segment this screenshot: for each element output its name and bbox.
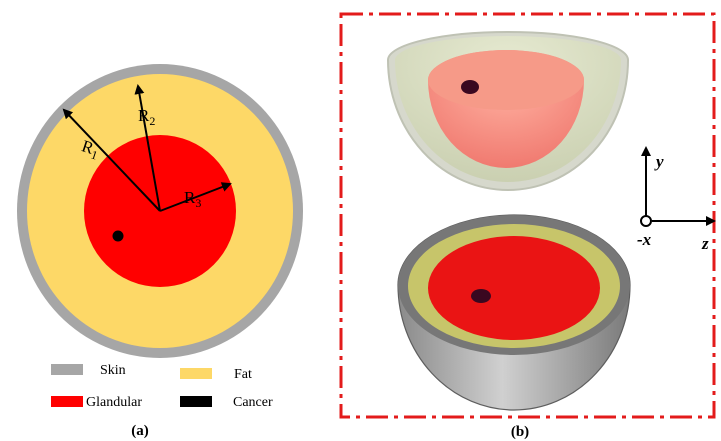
legend-item-glandular: Glandular xyxy=(51,395,142,410)
panel-a-label: (a) xyxy=(131,423,149,439)
upper-hemisphere xyxy=(386,31,630,191)
legend-swatch-skin xyxy=(51,364,83,375)
upper-cancer-spot xyxy=(461,80,479,94)
panel-b-label: (b) xyxy=(511,424,529,440)
legend-swatch-fat xyxy=(180,368,212,379)
cancer-spot xyxy=(112,230,124,242)
x-axis-origin xyxy=(640,215,652,227)
x-axis-label: -x xyxy=(637,230,652,249)
legend-swatch-cancer xyxy=(180,396,212,407)
radius-r3-arrow xyxy=(159,182,232,212)
legend-item-fat: Fat xyxy=(180,367,252,382)
r1-label: R1 xyxy=(78,136,101,162)
r3-label: R3 xyxy=(184,188,201,210)
z-axis-label: z xyxy=(701,234,709,253)
legend-swatch-glandular xyxy=(51,396,83,407)
coordinate-axes: y z -x xyxy=(637,146,716,253)
panel-b-frame xyxy=(339,12,716,419)
y-axis-label: y xyxy=(654,152,664,171)
radius-r1-arrow xyxy=(62,108,161,212)
legend-label-fat: Fat xyxy=(234,367,252,382)
legend-label-cancer: Cancer xyxy=(233,395,273,410)
panel-a-cross-section: R1 R2 R3 xyxy=(17,64,303,358)
upper-glandular-rim xyxy=(428,50,584,110)
lower-hemisphere xyxy=(397,214,631,411)
lower-cancer-spot xyxy=(471,289,491,303)
legend-item-skin: Skin xyxy=(51,363,126,378)
legend-label-skin: Skin xyxy=(100,363,126,378)
lower-glandular-disk xyxy=(428,236,600,340)
r2-label: R2 xyxy=(138,106,155,128)
radius-r2-arrow xyxy=(134,84,161,212)
legend-label-glandular: Glandular xyxy=(86,395,142,410)
legend: Skin Fat Glandular Cancer xyxy=(51,363,273,410)
legend-item-cancer: Cancer xyxy=(180,395,273,410)
